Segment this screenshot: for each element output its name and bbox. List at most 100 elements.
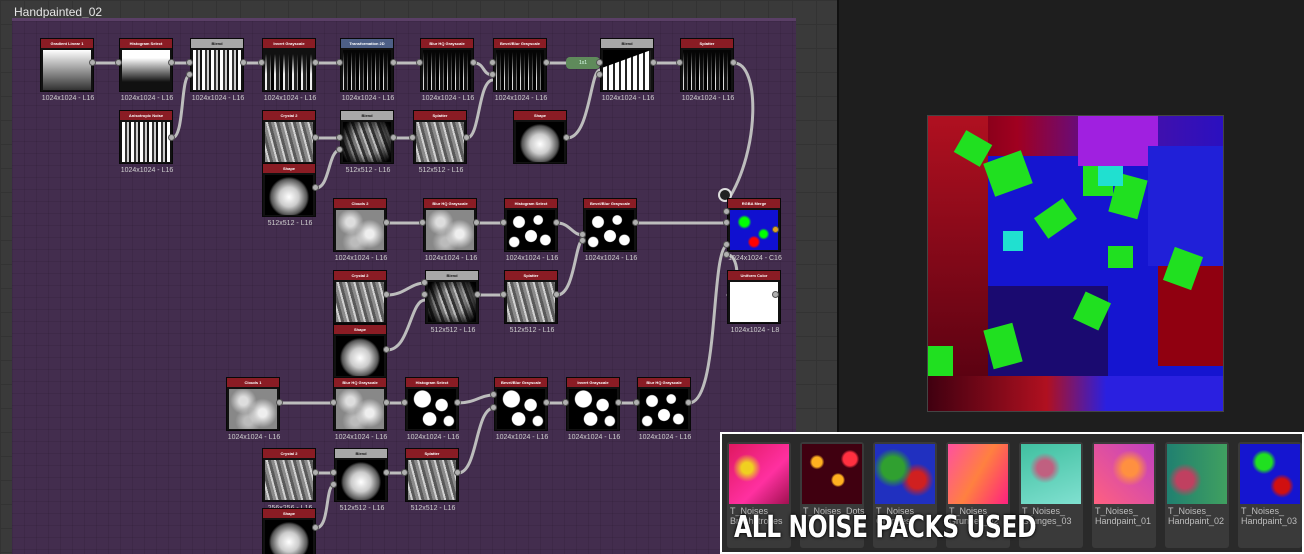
output-port[interactable] xyxy=(632,219,639,226)
node-blend[interactable]: Blend 512x512 - L16 xyxy=(334,448,388,512)
output-port[interactable] xyxy=(615,399,622,406)
output-port[interactable] xyxy=(685,399,692,406)
output-port[interactable] xyxy=(89,59,96,66)
input-port[interactable] xyxy=(490,391,497,398)
output-port[interactable] xyxy=(474,291,481,298)
node-blend[interactable]: Blend 512x512 - L16 xyxy=(425,270,479,334)
output-port[interactable] xyxy=(650,59,657,66)
texture-preview[interactable] xyxy=(927,115,1224,412)
output-port[interactable] xyxy=(312,524,319,531)
input-port[interactable] xyxy=(330,469,337,476)
input-port[interactable] xyxy=(500,219,507,226)
output-port[interactable] xyxy=(240,59,247,66)
input-port[interactable] xyxy=(186,71,193,78)
input-port[interactable] xyxy=(336,59,343,66)
node-splatter[interactable]: Splatter 512x512 - L16 xyxy=(413,110,467,174)
node-crystal-2[interactable]: Crystal 2 xyxy=(262,110,316,164)
input-port[interactable] xyxy=(401,399,408,406)
node-shape[interactable]: Shape 512x512 - L16 xyxy=(262,163,316,227)
input-port[interactable] xyxy=(676,59,683,66)
node-histogram-select[interactable]: Histogram Select 1024x1024 - L16 xyxy=(119,38,173,102)
output-port[interactable] xyxy=(772,291,779,298)
output-port[interactable] xyxy=(553,219,560,226)
pack-card-handpaint-02[interactable]: T_Noises_ Handpaint_02 xyxy=(1165,442,1229,548)
output-port[interactable] xyxy=(390,134,397,141)
pack-card-grunges-03[interactable]: T_Noises_ Grunges_03 xyxy=(1019,442,1083,548)
output-port[interactable] xyxy=(312,469,319,476)
node-blend[interactable]: Blend 512x512 - L16 xyxy=(340,110,394,174)
input-port[interactable] xyxy=(723,208,730,215)
node-anisotropic-noise[interactable]: Anisotropic Noise 1024x1024 - L16 xyxy=(119,110,173,174)
output-port[interactable] xyxy=(543,399,550,406)
node-shape[interactable]: Shape xyxy=(333,324,387,378)
output-port[interactable] xyxy=(730,59,737,66)
input-port[interactable] xyxy=(330,399,337,406)
input-port[interactable] xyxy=(115,59,122,66)
node-uniform-color[interactable]: Uniform Color 1024x1024 - L8 xyxy=(727,270,781,334)
node-blur-hq-grayscale[interactable]: Blur HQ Grayscale 1024x1024 - L16 xyxy=(637,377,691,441)
output-port[interactable] xyxy=(168,59,175,66)
input-port[interactable] xyxy=(330,481,337,488)
output-port[interactable] xyxy=(312,59,319,66)
node-shape[interactable]: Shape xyxy=(513,110,567,164)
output-port[interactable] xyxy=(312,134,319,141)
output-port[interactable] xyxy=(312,184,319,191)
output-port[interactable] xyxy=(553,291,560,298)
input-port[interactable] xyxy=(633,399,640,406)
node-invert-grayscale[interactable]: Invert Grayscale 1024x1024 - L16 xyxy=(262,38,316,102)
output-port[interactable] xyxy=(543,59,550,66)
graph-frame[interactable] xyxy=(12,18,796,554)
output-port[interactable] xyxy=(390,59,397,66)
node-splatter[interactable]: Splatter 512x512 - L16 xyxy=(405,448,459,512)
node-blur-hq-grayscale[interactable]: Blur HQ Grayscale 1024x1024 - L16 xyxy=(333,377,387,441)
node-blend[interactable]: Blend 1024x1024 - L16 xyxy=(190,38,244,102)
pack-card-handpaint-03[interactable]: T_Noises_ Handpaint_03 xyxy=(1238,442,1302,548)
node-clouds-1[interactable]: Clouds 1 1024x1024 - L16 xyxy=(226,377,280,441)
node-splatter[interactable]: Splatter 512x512 - L16 xyxy=(504,270,558,334)
pack-card-dots[interactable]: T_Noises_Dots xyxy=(800,442,865,548)
node-transformation-2d[interactable]: Transformation 2D 1024x1024 - L16 xyxy=(340,38,394,102)
input-port[interactable] xyxy=(401,469,408,476)
pin-node[interactable]: 1x1 xyxy=(566,57,600,69)
output-port[interactable] xyxy=(563,134,570,141)
input-port[interactable] xyxy=(258,59,265,66)
node-splatter[interactable]: Splatter 1024x1024 - L16 xyxy=(680,38,734,102)
input-port[interactable] xyxy=(421,291,428,298)
node-bevel-blur-grayscale[interactable]: Bevel/Blur Grayscale 1024x1024 - L16 xyxy=(494,377,548,441)
input-port[interactable] xyxy=(500,291,507,298)
output-port[interactable] xyxy=(454,469,461,476)
input-port[interactable] xyxy=(723,219,730,226)
output-port[interactable] xyxy=(454,399,461,406)
node-invert-grayscale[interactable]: Invert Grayscale 1024x1024 - L16 xyxy=(566,377,620,441)
input-port[interactable] xyxy=(579,237,586,244)
node-blur-hq-grayscale[interactable]: Blur HQ Grayscale 1024x1024 - L16 xyxy=(423,198,477,262)
node-blend[interactable]: Blend 1024x1024 - L16 xyxy=(600,38,654,102)
pack-card-grunges[interactable]: T_Noises_ Grunges xyxy=(873,442,937,548)
output-port[interactable] xyxy=(470,59,477,66)
pack-card-grunges-02[interactable]: T_Noises_ Grunges_02 xyxy=(946,442,1010,548)
node-gradient-linear[interactable]: Gradient Linear 1 1024x1024 - L16 xyxy=(40,38,94,102)
input-port[interactable] xyxy=(186,59,193,66)
node-crystal-2[interactable]: Crystal 2 256x256 - L16 xyxy=(262,448,316,512)
node-bevel-blur-grayscale[interactable]: Bevel/Blur Grayscale 1024x1024 - L16 xyxy=(493,38,547,102)
output-port[interactable] xyxy=(473,219,480,226)
node-crystal-2[interactable]: Crystal 2 xyxy=(333,270,387,324)
output-port[interactable] xyxy=(276,399,283,406)
input-port[interactable] xyxy=(723,241,730,248)
node-bevel-blur-grayscale[interactable]: Bevel/Blur Grayscale 1024x1024 - L16 xyxy=(583,198,637,262)
input-port[interactable] xyxy=(596,71,603,78)
input-port[interactable] xyxy=(489,59,496,66)
node-histogram-select[interactable]: Histogram Select 1024x1024 - L16 xyxy=(405,377,459,441)
input-port[interactable] xyxy=(562,399,569,406)
input-port[interactable] xyxy=(419,219,426,226)
output-port[interactable] xyxy=(383,346,390,353)
input-port[interactable] xyxy=(336,134,343,141)
output-port[interactable] xyxy=(383,291,390,298)
input-port[interactable] xyxy=(596,59,603,66)
node-blur-hq-grayscale[interactable]: Blur HQ Grayscale 1024x1024 - L16 xyxy=(420,38,474,102)
input-port[interactable] xyxy=(416,59,423,66)
node-rgba-merge[interactable]: RGBA Merge 1024x1024 - C16 xyxy=(727,198,782,262)
output-port[interactable] xyxy=(168,134,175,141)
input-port[interactable] xyxy=(409,134,416,141)
graph-panel[interactable]: Handpainted_02 xyxy=(0,0,837,554)
